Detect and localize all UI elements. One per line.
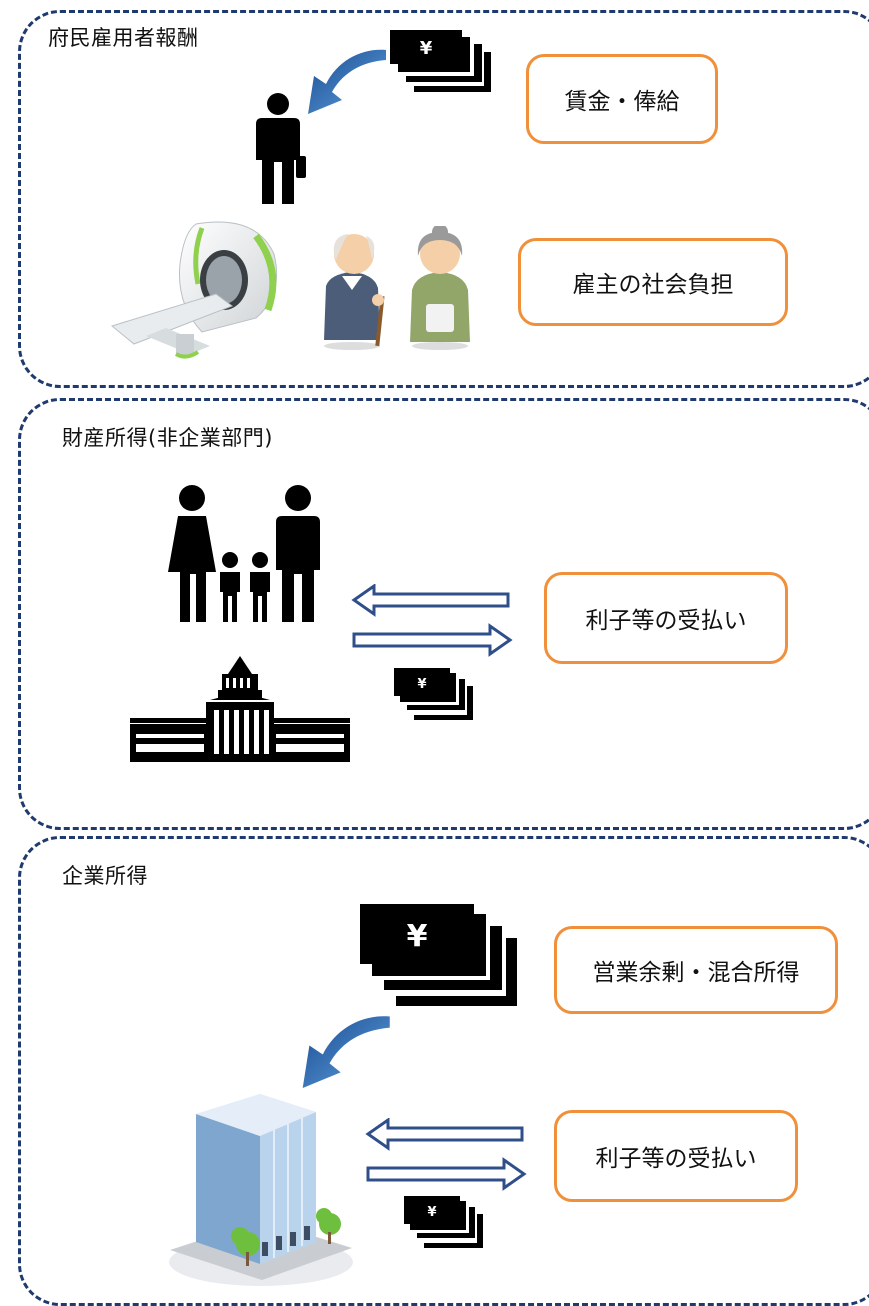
money-stack-icon: ¥ [390,30,491,92]
money-stack-icon: ¥ [360,904,517,1006]
section-title: 府民雇用者報酬 [48,26,199,50]
flow-arrow-left-icon [351,584,513,657]
label-employer-social-contributions: 雇主の社会負担 [518,238,788,326]
section-property-income [18,398,869,830]
flow-arrow-right-icon [366,1157,527,1191]
flow-arrow-left-icon [365,1118,527,1191]
svg-text:¥: ¥ [420,38,433,59]
svg-text:¥: ¥ [407,919,428,954]
parliament-building-icon [130,656,350,762]
svg-text:¥: ¥ [427,1205,436,1220]
label-wages-salaries: 賃金・俸給 [526,54,718,144]
family-icon [168,485,320,622]
elderly-man-icon [324,234,385,350]
businessman-icon [256,93,306,204]
curved-arrow-icon [302,1016,390,1088]
office-building-icon [169,1094,353,1286]
mri-scanner-icon [110,221,278,359]
money-stack-icon: ¥ [394,668,473,720]
section-title: 企業所得 [62,864,148,888]
label-interest-receipts-payments: 利子等の受払い [554,1110,798,1202]
label-interest-receipts-payments: 利子等の受払い [544,572,788,664]
money-stack-icon: ¥ [404,1196,483,1248]
svg-text:¥: ¥ [417,677,426,692]
section-title: 財産所得(非企業部門) [62,426,273,450]
flow-arrow-right-icon [352,623,513,657]
elderly-woman-icon [410,226,470,350]
section-employee-compensation [18,10,869,388]
curved-arrow-icon [308,49,386,114]
label-operating-surplus-mixed-income: 営業余剰・混合所得 [554,926,838,1014]
